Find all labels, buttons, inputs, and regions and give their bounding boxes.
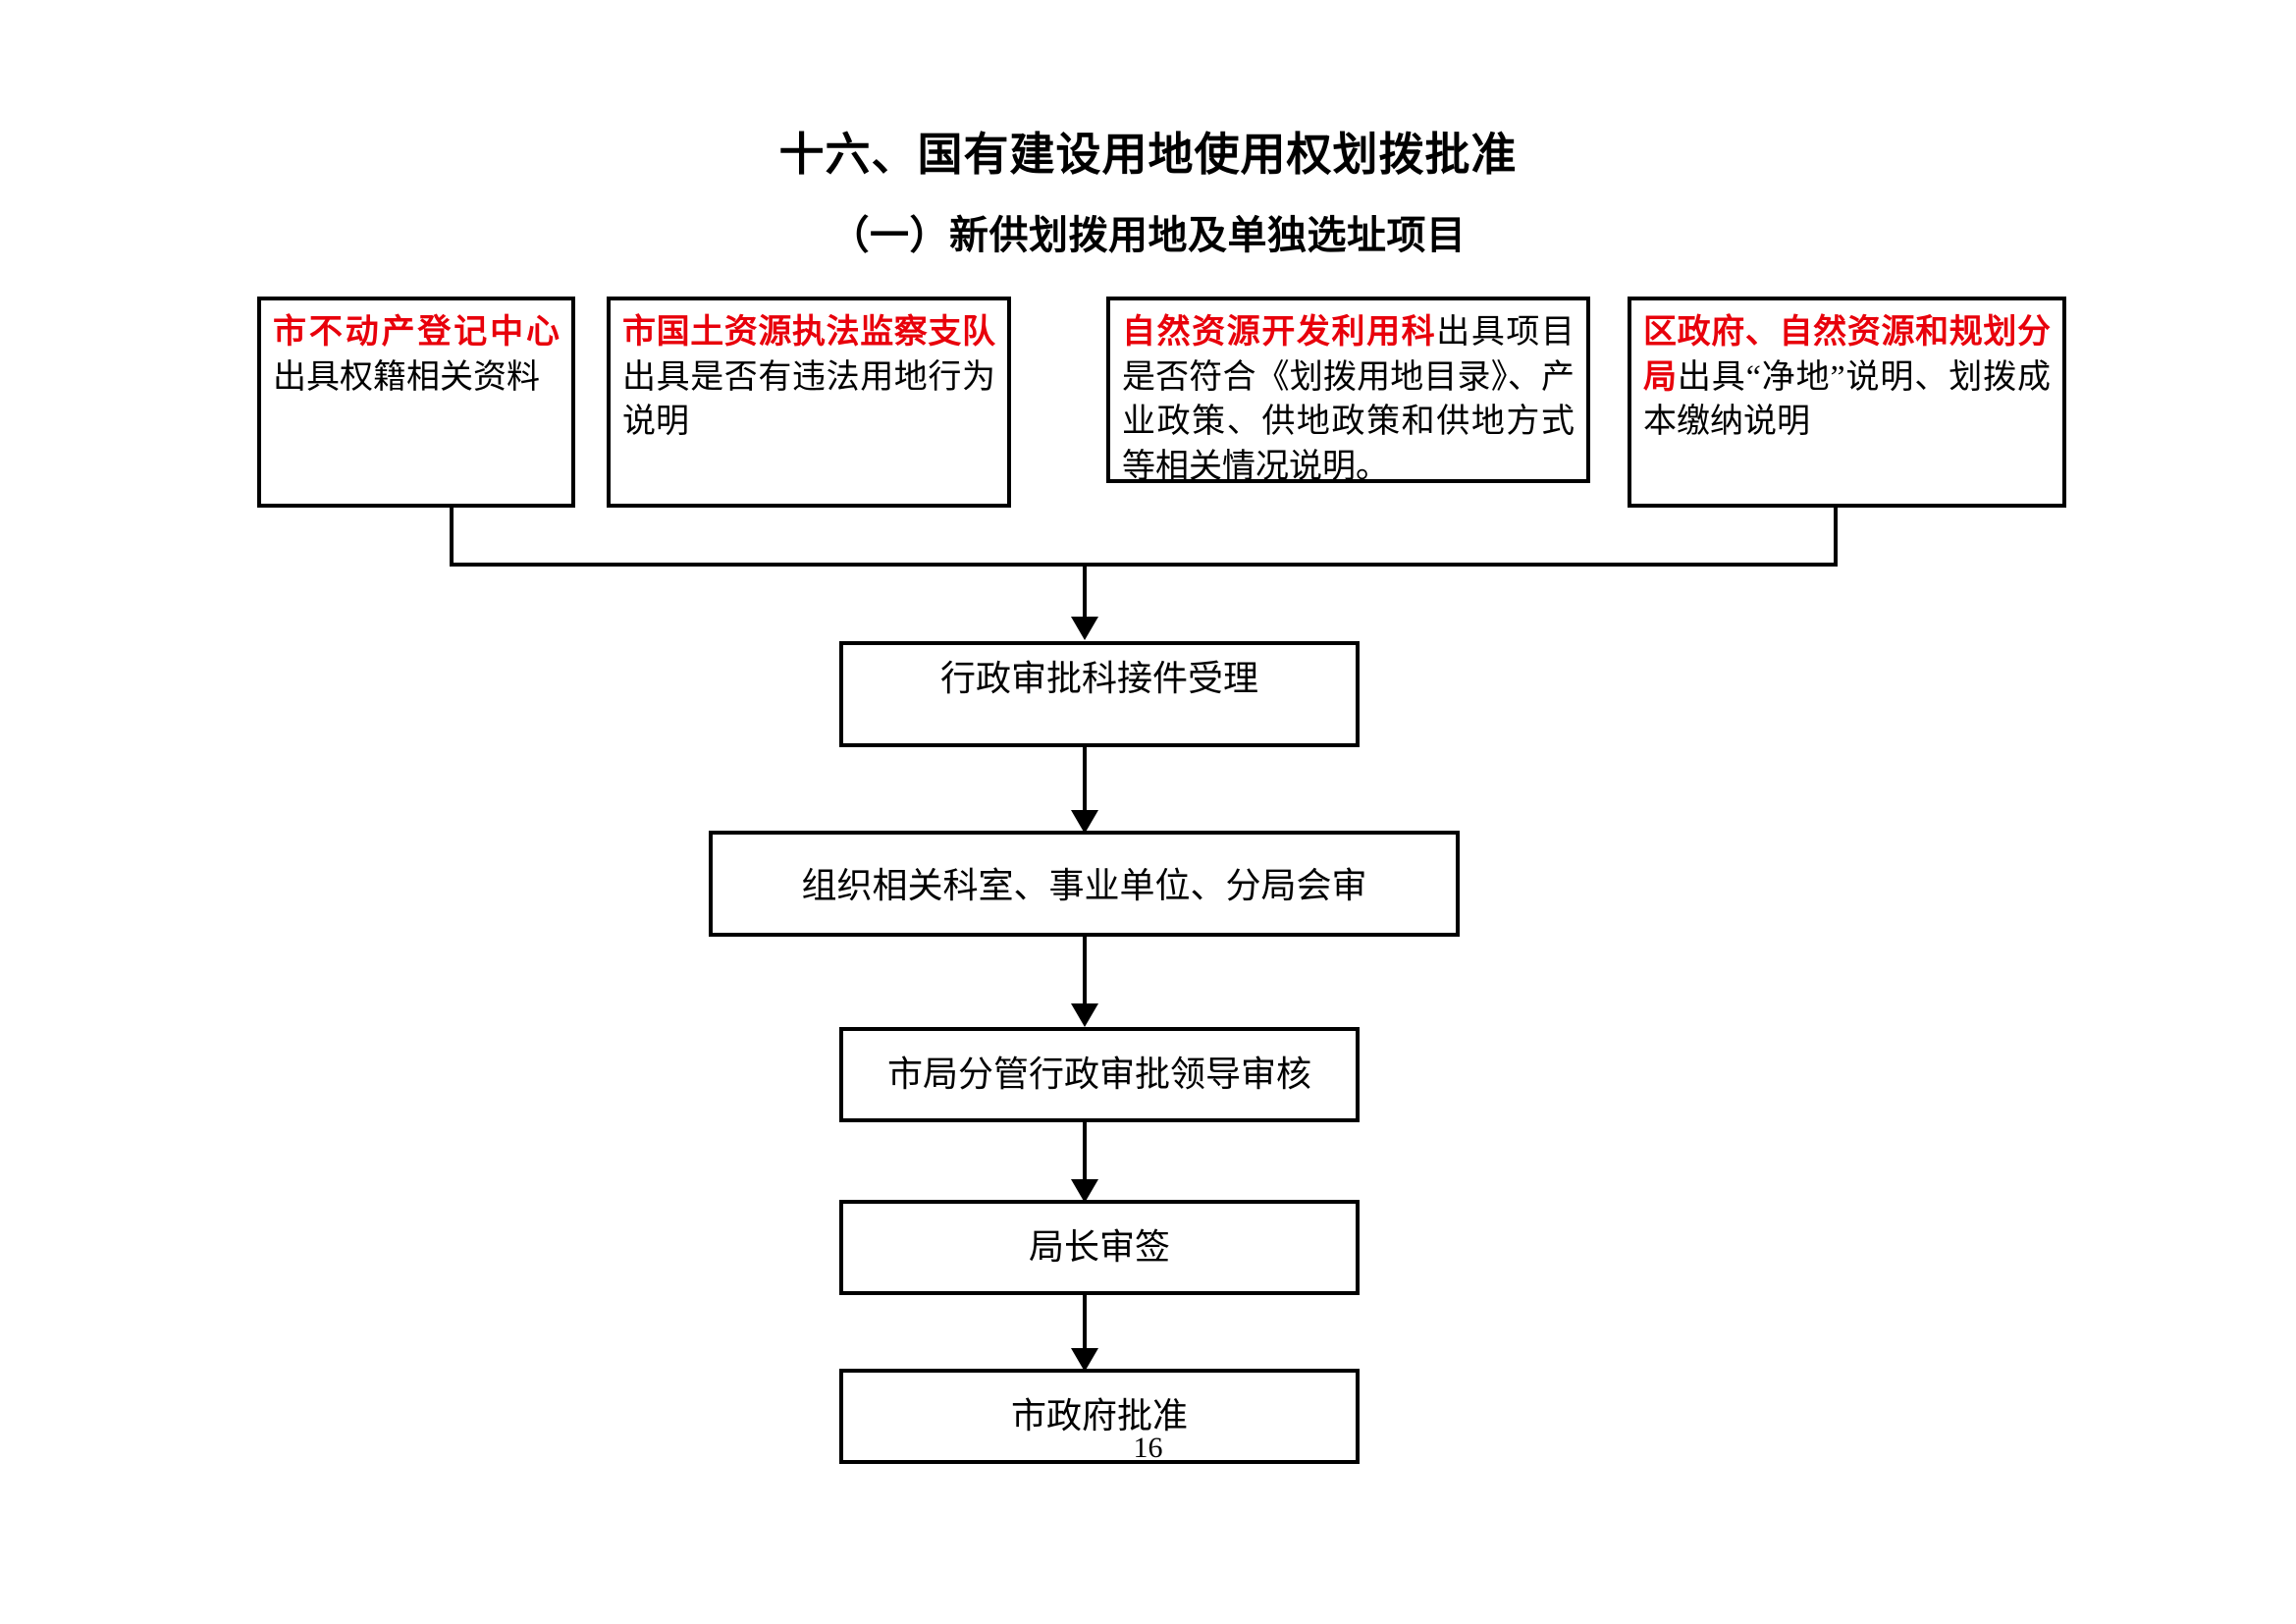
flow-node-3: 市局分管行政审批领导审核 xyxy=(839,1027,1360,1122)
arrowhead-to-flow3 xyxy=(1071,1003,1098,1027)
arrowhead-to-flow5 xyxy=(1071,1348,1098,1372)
source-node-1-text: 市不动产登记中心出具权籍相关资料 xyxy=(261,300,571,400)
connector-flow1-to-flow2 xyxy=(1083,747,1087,822)
arrowhead-to-flow2 xyxy=(1071,810,1098,834)
flow-node-5-label: 市政府批准 xyxy=(1010,1396,1188,1435)
source-node-3-org: 自然资源开发利用科 xyxy=(1122,314,1437,351)
arrowhead-to-flow1 xyxy=(1071,617,1098,640)
flow-node-5: 市政府批准 xyxy=(839,1369,1360,1464)
flow-node-1: 行政审批科接件受理 xyxy=(839,641,1360,747)
connector-flow3-to-flow4 xyxy=(1083,1122,1087,1193)
source-node-1: 市不动产登记中心出具权籍相关资料 xyxy=(257,297,575,508)
source-node-1-org: 市不动产登记中心 xyxy=(273,314,560,351)
connector-drop-right xyxy=(1834,508,1838,567)
source-node-4-detail: 出具“净地”说明、划拨成本缴纳说明 xyxy=(1643,358,2051,441)
connector-drop-left xyxy=(450,508,454,567)
source-node-2-detail: 出具是否有违法用地行为说明 xyxy=(622,358,995,441)
source-node-3: 自然资源开发利用科出具项目是否符合《划拨用地目录》、产业政策、供地政策和供地方式… xyxy=(1106,297,1590,483)
page-title: 十六、国有建设用地使用权划拨批准 xyxy=(778,130,1518,180)
connector-bus-to-flow1 xyxy=(1083,563,1087,620)
connector-flow2-to-flow3 xyxy=(1083,937,1087,1017)
flow-node-2: 组织相关科室、事业单位、分局会审 xyxy=(709,831,1460,937)
source-node-2-org: 市国土资源执法监察支队 xyxy=(622,314,995,351)
source-node-3-text: 自然资源开发利用科出具项目是否符合《划拨用地目录》、产业政策、供地政策和供地方式… xyxy=(1110,300,1586,483)
page-number: 16 xyxy=(1133,1432,1163,1464)
source-node-1-detail: 出具权籍相关资料 xyxy=(273,358,540,396)
flow-node-4-label: 局长审签 xyxy=(1028,1227,1170,1267)
source-node-2: 市国土资源执法监察支队出具是否有违法用地行为说明 xyxy=(607,297,1011,508)
flow-node-3-label: 市局分管行政审批领导审核 xyxy=(886,1055,1311,1094)
connector-bus-horizontal xyxy=(450,563,1838,567)
source-node-2-text: 市国土资源执法监察支队出具是否有违法用地行为说明 xyxy=(611,300,1007,445)
flow-node-4: 局长审签 xyxy=(839,1200,1360,1295)
source-node-3-detail: 出具项目是否符合《划拨用地目录》、产业政策、供地政策和供地方式等相关情况说明。 xyxy=(1122,314,1575,483)
source-node-4-org: 区政府、自然资源和规划分局 xyxy=(1643,314,2051,396)
arrowhead-to-flow4 xyxy=(1071,1179,1098,1203)
source-node-4-text: 区政府、自然资源和规划分局出具“净地”说明、划拨成本缴纳说明 xyxy=(1631,300,2062,445)
flow-node-1-label: 行政审批科接件受理 xyxy=(939,659,1258,698)
source-node-4: 区政府、自然资源和规划分局出具“净地”说明、划拨成本缴纳说明 xyxy=(1628,297,2066,508)
flow-node-2-label: 组织相关科室、事业单位、分局会审 xyxy=(801,866,1367,905)
page-subtitle: （一）新供划拨用地及单独选址项目 xyxy=(829,213,1467,257)
connector-flow4-to-flow5 xyxy=(1083,1295,1087,1362)
